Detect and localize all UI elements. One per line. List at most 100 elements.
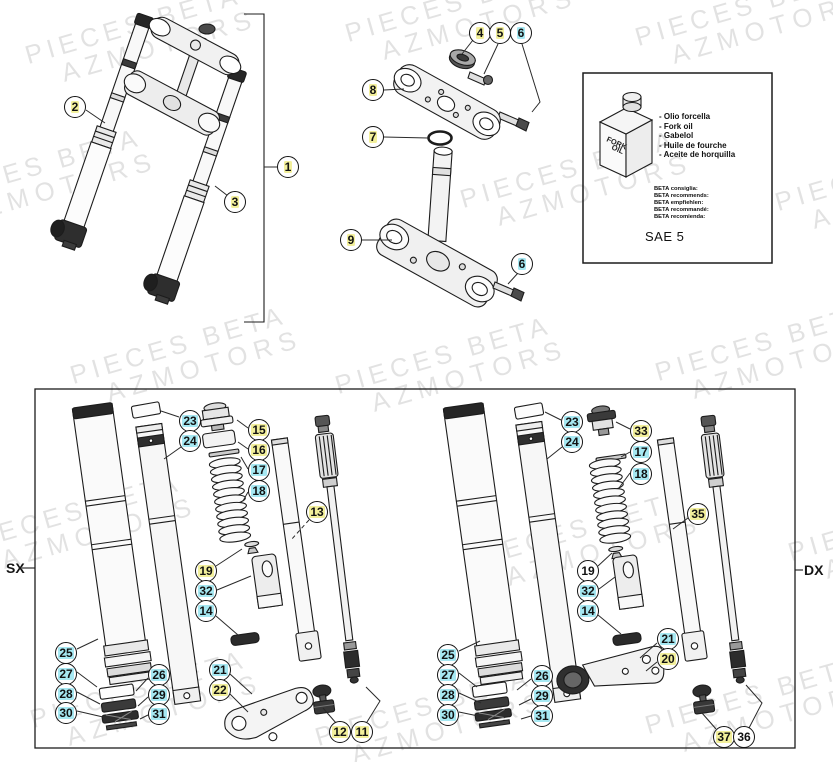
dx-fork-cap-assembly (586, 405, 617, 437)
small-bolt-drawing (467, 71, 494, 86)
callout-sx-25: 25 (55, 642, 77, 664)
callout-number: 14 (198, 603, 214, 618)
assembly-bottom-clamp (123, 70, 221, 136)
callout-sx-32: 32 (195, 580, 217, 602)
oil-name-line: - Huile de fourche (659, 140, 727, 150)
callout-number: 33 (633, 423, 649, 438)
leader-lines (76, 39, 763, 730)
assembly-top-clamp (148, 16, 242, 76)
callout-number: 19 (580, 563, 596, 578)
callout-sx-12: 12 (329, 721, 351, 743)
callout-dx-20: 20 (657, 648, 679, 670)
dx-axle-bracket (556, 645, 665, 695)
callout-number: 23 (182, 413, 198, 428)
callout-number: 4 (475, 25, 485, 40)
callout-number: 18 (633, 466, 649, 481)
callout-clamps-8: 8 (362, 79, 384, 101)
callout-sx-14: 14 (195, 600, 217, 622)
callout-sx-30: 30 (55, 702, 77, 724)
callout-number: 37 (716, 729, 732, 744)
callout-number: 24 (564, 434, 580, 449)
callout-dx-29: 29 (531, 685, 553, 707)
callout-number: 29 (151, 687, 167, 702)
sx-exploded-fork-drawing (68, 401, 365, 742)
callout-number: 27 (440, 667, 456, 682)
callout-number: 22 (212, 682, 228, 697)
fork-oil-bottle-drawing (598, 91, 654, 178)
callout-sx-16: 16 (248, 439, 270, 461)
callout-dx-21: 21 (657, 628, 679, 650)
callout-dx-18: 18 (630, 463, 652, 485)
complete-fork-assembly-drawing (46, 8, 265, 323)
callout-number: 2 (70, 99, 80, 114)
callout-clamps-7: 7 (362, 126, 384, 148)
callout-assembly-2: 2 (64, 96, 86, 118)
callout-sx-18: 18 (248, 480, 270, 502)
callout-dx-35: 35 (687, 503, 709, 525)
oil-recommendation-line: BETA consiglia: (654, 186, 698, 192)
triple-clamp-group-drawing (376, 49, 530, 308)
callout-number: 17 (633, 444, 649, 459)
callout-dx-28: 28 (437, 684, 459, 706)
callout-number: 8 (368, 82, 378, 97)
callout-sx-22: 22 (209, 679, 231, 701)
callout-number: 12 (332, 724, 348, 739)
oil-recommendation-line: BETA recomienda: (654, 213, 706, 220)
steering-stem-nut-drawing (448, 49, 476, 70)
callout-number: 25 (58, 645, 74, 660)
callout-clamps-6: 6 (510, 22, 532, 44)
callout-number: 30 (58, 705, 74, 720)
bottom-triple-clamp-drawing (376, 218, 498, 308)
callout-sx-29: 29 (148, 684, 170, 706)
oil-name-line: - Gabelol (659, 131, 694, 141)
oil-recommendation-list: BETA consiglia:BETA recommends:BETA empf… (654, 186, 709, 221)
callout-number: 31 (151, 706, 167, 721)
callout-assembly-3: 3 (224, 191, 246, 213)
callout-number: 9 (346, 232, 356, 247)
callout-number: 27 (58, 666, 74, 681)
callout-number: 31 (534, 708, 550, 723)
callout-sx-11: 11 (351, 721, 373, 743)
callout-number: 23 (564, 414, 580, 429)
callout-clamps-9: 9 (340, 229, 362, 251)
callout-number: 29 (534, 688, 550, 703)
callout-number: 28 (440, 687, 456, 702)
callout-clamps-5: 5 (489, 22, 511, 44)
callout-dx-27: 27 (437, 664, 459, 686)
callout-number: 6 (516, 25, 526, 40)
callout-dx-30: 30 (437, 704, 459, 726)
callout-number: 5 (495, 25, 505, 40)
callout-number: 14 (580, 603, 596, 618)
oil-name-list: - Olio forcella- Fork oil- Gabelol- Huil… (659, 112, 735, 160)
oil-recommendation-line: BETA recommends: (654, 192, 709, 199)
callout-sx-27: 27 (55, 663, 77, 685)
oil-spec-box-border (582, 72, 773, 264)
oil-grade-label: SAE 5 (645, 229, 685, 244)
callout-number: 32 (198, 583, 214, 598)
callout-sx-19: 19 (195, 560, 217, 582)
left-side-label: SX (6, 560, 25, 576)
steering-stem-drawing (427, 146, 453, 243)
callout-sx-21: 21 (209, 659, 231, 681)
right-side-label: DX (804, 562, 824, 578)
callout-number: 6 (517, 256, 527, 271)
callout-number: 35 (690, 506, 706, 521)
oil-recommendation-line: BETA recommandé: (654, 206, 709, 213)
callout-dx-36: 36 (733, 726, 755, 748)
top-triple-clamp-drawing (393, 64, 501, 140)
callout-dx-37: 37 (713, 726, 735, 748)
sx-fork-cap-assembly (200, 402, 234, 432)
callout-number: 13 (309, 504, 325, 519)
callout-number: 3 (230, 194, 240, 209)
callout-dx-32: 32 (577, 580, 599, 602)
callout-dx-23: 23 (561, 411, 583, 433)
callout-number: 21 (660, 631, 676, 646)
callout-sx-26: 26 (148, 664, 170, 686)
callout-number: 24 (182, 433, 198, 448)
callout-number: 16 (251, 442, 267, 457)
callout-number: 21 (212, 662, 228, 677)
callout-number: 20 (660, 651, 676, 666)
